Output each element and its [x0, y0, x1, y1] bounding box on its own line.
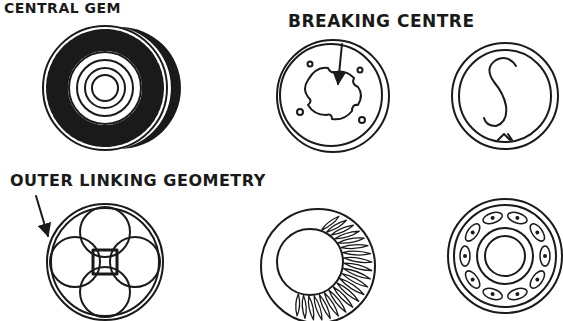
- link-eye: [463, 268, 483, 290]
- link-eye: [506, 210, 528, 226]
- link-dot: [490, 215, 495, 220]
- link-dot: [535, 277, 541, 283]
- petal: [296, 294, 300, 316]
- link-dot: [515, 215, 520, 220]
- link-eye: [460, 246, 470, 266]
- link-eye: [463, 221, 483, 243]
- gem-sketch-5: [261, 209, 375, 321]
- link-eye: [540, 246, 550, 266]
- gem-sketch-1: [43, 26, 181, 150]
- link-eye: [482, 210, 504, 226]
- link-dot: [535, 230, 541, 236]
- link-dot: [515, 292, 520, 297]
- link-outline: [527, 221, 547, 243]
- petal: [331, 225, 353, 235]
- link-outline: [460, 246, 470, 266]
- link-eye: [482, 286, 504, 302]
- link-outline: [506, 210, 528, 226]
- petal: [338, 238, 364, 243]
- link-outline: [540, 246, 550, 266]
- link-dot: [470, 230, 476, 236]
- callout-label: OUTER LINKING GEOMETRY: [10, 172, 266, 190]
- link-outline: [527, 268, 547, 290]
- link-dot: [463, 254, 467, 258]
- gem-sketch-6: [448, 199, 562, 313]
- link-dot: [543, 254, 547, 258]
- link-outline: [482, 210, 504, 226]
- link-outline: [482, 286, 504, 302]
- petal: [302, 295, 306, 318]
- gem-sketch-4: [36, 196, 163, 320]
- callout-label: BREAKING CENTRE: [288, 12, 475, 31]
- gem-sketch-3: [452, 43, 558, 149]
- callout-label: CENTRAL GEM: [4, 1, 121, 16]
- petal: [343, 251, 371, 255]
- link-eye: [527, 221, 547, 243]
- link-dot: [470, 277, 476, 283]
- link-outline: [463, 268, 483, 290]
- petal: [308, 296, 313, 320]
- gem-sketch-2: [277, 40, 389, 152]
- petal: [341, 245, 368, 249]
- link-dot: [490, 292, 495, 297]
- link-eye: [527, 268, 547, 290]
- link-eye: [506, 286, 528, 302]
- petal: [314, 296, 322, 320]
- petal: [344, 257, 372, 262]
- link-outline: [506, 286, 528, 302]
- link-outline: [463, 221, 483, 243]
